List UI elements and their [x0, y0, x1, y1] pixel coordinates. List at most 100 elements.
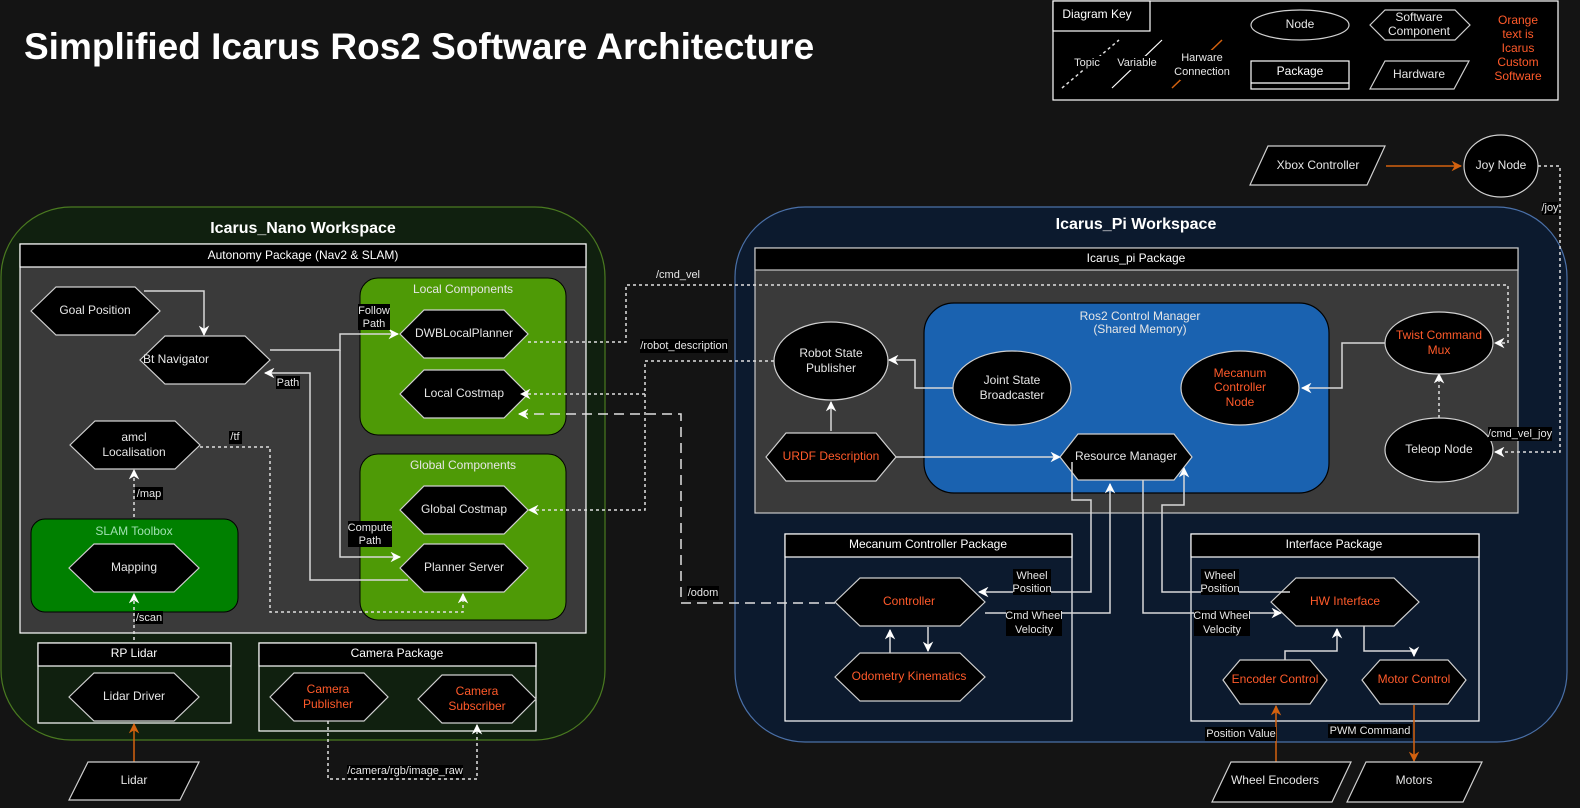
- pwm-command-label: PWM Command: [1330, 725, 1411, 737]
- wheel-position-label-right-1: Wheel: [1204, 570, 1235, 582]
- camera-subscriber-component[interactable]: [417, 674, 537, 724]
- goal-position-component[interactable]: [30, 286, 161, 336]
- joy-topic-arrow: [1493, 165, 1561, 458]
- control-manager-group: [923, 302, 1330, 494]
- hw-interface-label: HW Interface: [1310, 594, 1380, 608]
- dwb-local-planner-component[interactable]: [399, 309, 529, 359]
- motor-control-component[interactable]: [1361, 659, 1467, 705]
- encoder-control-label: Encoder Control: [1232, 672, 1319, 686]
- mecanum-controller-node[interactable]: [1180, 350, 1300, 426]
- planner-to-bt-path-arrow: [263, 367, 408, 581]
- camera-subscriber-label-1: Camera: [456, 684, 499, 698]
- cmd-vel-joy-label: /cmd_vel_joy: [1488, 428, 1553, 440]
- mux-to-mecanum-node-arrow: [1300, 342, 1386, 394]
- xbox-controller-hardware[interactable]: [1249, 145, 1386, 186]
- cmd-wheel-velocity-label-right-1: Cmd Wheel: [1193, 610, 1250, 622]
- cmd-wheel-velocity-label-left-2: Velocity: [1015, 624, 1053, 636]
- cmd-vel-label: /cmd_vel: [656, 269, 700, 281]
- lidar-hardware[interactable]: [68, 761, 200, 801]
- diagram-key: Diagram Key Topic Variable Harware Conne…: [1052, 0, 1559, 101]
- encoder-control-component[interactable]: [1222, 659, 1328, 705]
- lidar-driver-component[interactable]: [68, 672, 200, 722]
- planner-server-component[interactable]: [399, 543, 529, 593]
- camera-publisher-label-2: Publisher: [303, 697, 353, 711]
- odom-label: /odom: [688, 587, 719, 599]
- teleop-node[interactable]: [1384, 417, 1494, 483]
- mapping-component[interactable]: [68, 543, 200, 593]
- key-hardware-shape: [1368, 60, 1471, 90]
- mecanum-controller-node-label-3: Node: [1226, 395, 1255, 409]
- wheel-position-label-right-2: Position: [1200, 583, 1239, 595]
- nano-workspace-title: Icarus_Nano Workspace: [210, 220, 396, 237]
- follow-path-label-2: Path: [363, 318, 386, 330]
- joint-state-broadcaster-node[interactable]: [952, 350, 1072, 426]
- motor-control-label: Motor Control: [1378, 672, 1451, 686]
- cmd-vel-topic-arrow: [528, 284, 1509, 349]
- lidar-hardware-label: Lidar: [121, 773, 148, 787]
- wheel-position-label-left-1: Wheel: [1016, 570, 1047, 582]
- path-label: Path: [277, 377, 300, 389]
- wheel-position-to-controller-arrow: [977, 462, 1092, 598]
- hw-interface-component[interactable]: [1270, 577, 1420, 627]
- controller-component[interactable]: [834, 577, 986, 627]
- key-topic-label: Topic: [1074, 57, 1100, 69]
- camera-package-title: Camera Package: [351, 646, 444, 660]
- odometry-kinematics-component[interactable]: [834, 652, 986, 702]
- joint-state-broadcaster-label-1: Joint State: [984, 373, 1041, 387]
- resource-manager-component[interactable]: [1059, 433, 1193, 481]
- key-orange-note-2: text is: [1502, 27, 1533, 41]
- key-software-component-label-2: Component: [1388, 24, 1451, 38]
- bt-to-dwb-arrow: [270, 328, 400, 351]
- twist-command-mux-label-1: Twist Command: [1396, 328, 1482, 342]
- goal-to-bt-arrow: [144, 290, 210, 337]
- control-manager-title-1: Ros2 Control Manager: [1080, 309, 1201, 323]
- wheel-position-label-left-2: Position: [1012, 583, 1051, 595]
- mapping-label: Mapping: [111, 560, 157, 574]
- robot-state-publisher-label-1: Robot State: [799, 346, 863, 360]
- wheel-encoders-hardware[interactable]: [1211, 761, 1352, 803]
- controller-label: Controller: [883, 594, 935, 608]
- map-label: /map: [137, 488, 161, 500]
- joy-label: /joy: [1541, 202, 1559, 214]
- key-orange-note-1: Orange: [1498, 13, 1538, 27]
- key-node-shape: [1250, 9, 1350, 41]
- bt-to-planner-arrow: [339, 383, 402, 563]
- xbox-controller-label: Xbox Controller: [1277, 158, 1360, 172]
- slam-toolbox-title: SLAM Toolbox: [95, 524, 172, 538]
- wheel-encoders-label: Wheel Encoders: [1231, 773, 1319, 787]
- control-manager-title-2: (Shared Memory): [1093, 322, 1186, 336]
- amcl-label-2: Localisation: [102, 445, 165, 459]
- icarus-pi-package-title: Icarus_pi Package: [1087, 251, 1186, 265]
- key-orange-note-5: Software: [1494, 69, 1542, 83]
- key-orange-note-4: Custom: [1497, 55, 1538, 69]
- amcl-localisation-component[interactable]: [69, 420, 201, 470]
- scan-label: /scan: [136, 612, 162, 624]
- cmd-wheel-velocity-label-right-2: Velocity: [1203, 624, 1241, 636]
- robot-description-label: /robot_description: [640, 340, 727, 352]
- twist-command-mux-label-2: Mux: [1428, 343, 1451, 357]
- follow-path-label-1: Follow: [358, 305, 390, 317]
- key-node-label: Node: [1286, 17, 1315, 31]
- motors-hardware[interactable]: [1346, 761, 1483, 803]
- odometry-kinematics-label: Odometry Kinematics: [852, 669, 967, 683]
- camera-subscriber-label-2: Subscriber: [448, 699, 505, 713]
- key-software-component-shape: [1369, 9, 1471, 41]
- robot-description-to-local-costmap-arrow: [519, 360, 774, 400]
- pi-workspace-title: Icarus_Pi Workspace: [1056, 216, 1217, 233]
- twist-command-mux-node[interactable]: [1384, 311, 1494, 375]
- urdf-description-component[interactable]: [765, 432, 897, 482]
- position-value-label: Position Value: [1206, 728, 1276, 740]
- key-hardware-connection-label-1: Harware: [1181, 52, 1223, 64]
- camera-publisher-component[interactable]: [269, 672, 389, 722]
- key-title: Diagram Key: [1062, 7, 1131, 21]
- camera-publisher-label-1: Camera: [307, 682, 350, 696]
- rp-lidar-package-title: RP Lidar: [111, 646, 157, 660]
- compute-path-label-2: Path: [359, 535, 382, 547]
- goal-position-label: Goal Position: [59, 303, 130, 317]
- teleop-node-label: Teleop Node: [1405, 442, 1473, 456]
- key-package-label: Package: [1277, 64, 1324, 78]
- bt-navigator-component[interactable]: [139, 335, 271, 385]
- planner-server-label: Planner Server: [424, 560, 504, 574]
- hw-to-motor-arrow: [1363, 626, 1420, 658]
